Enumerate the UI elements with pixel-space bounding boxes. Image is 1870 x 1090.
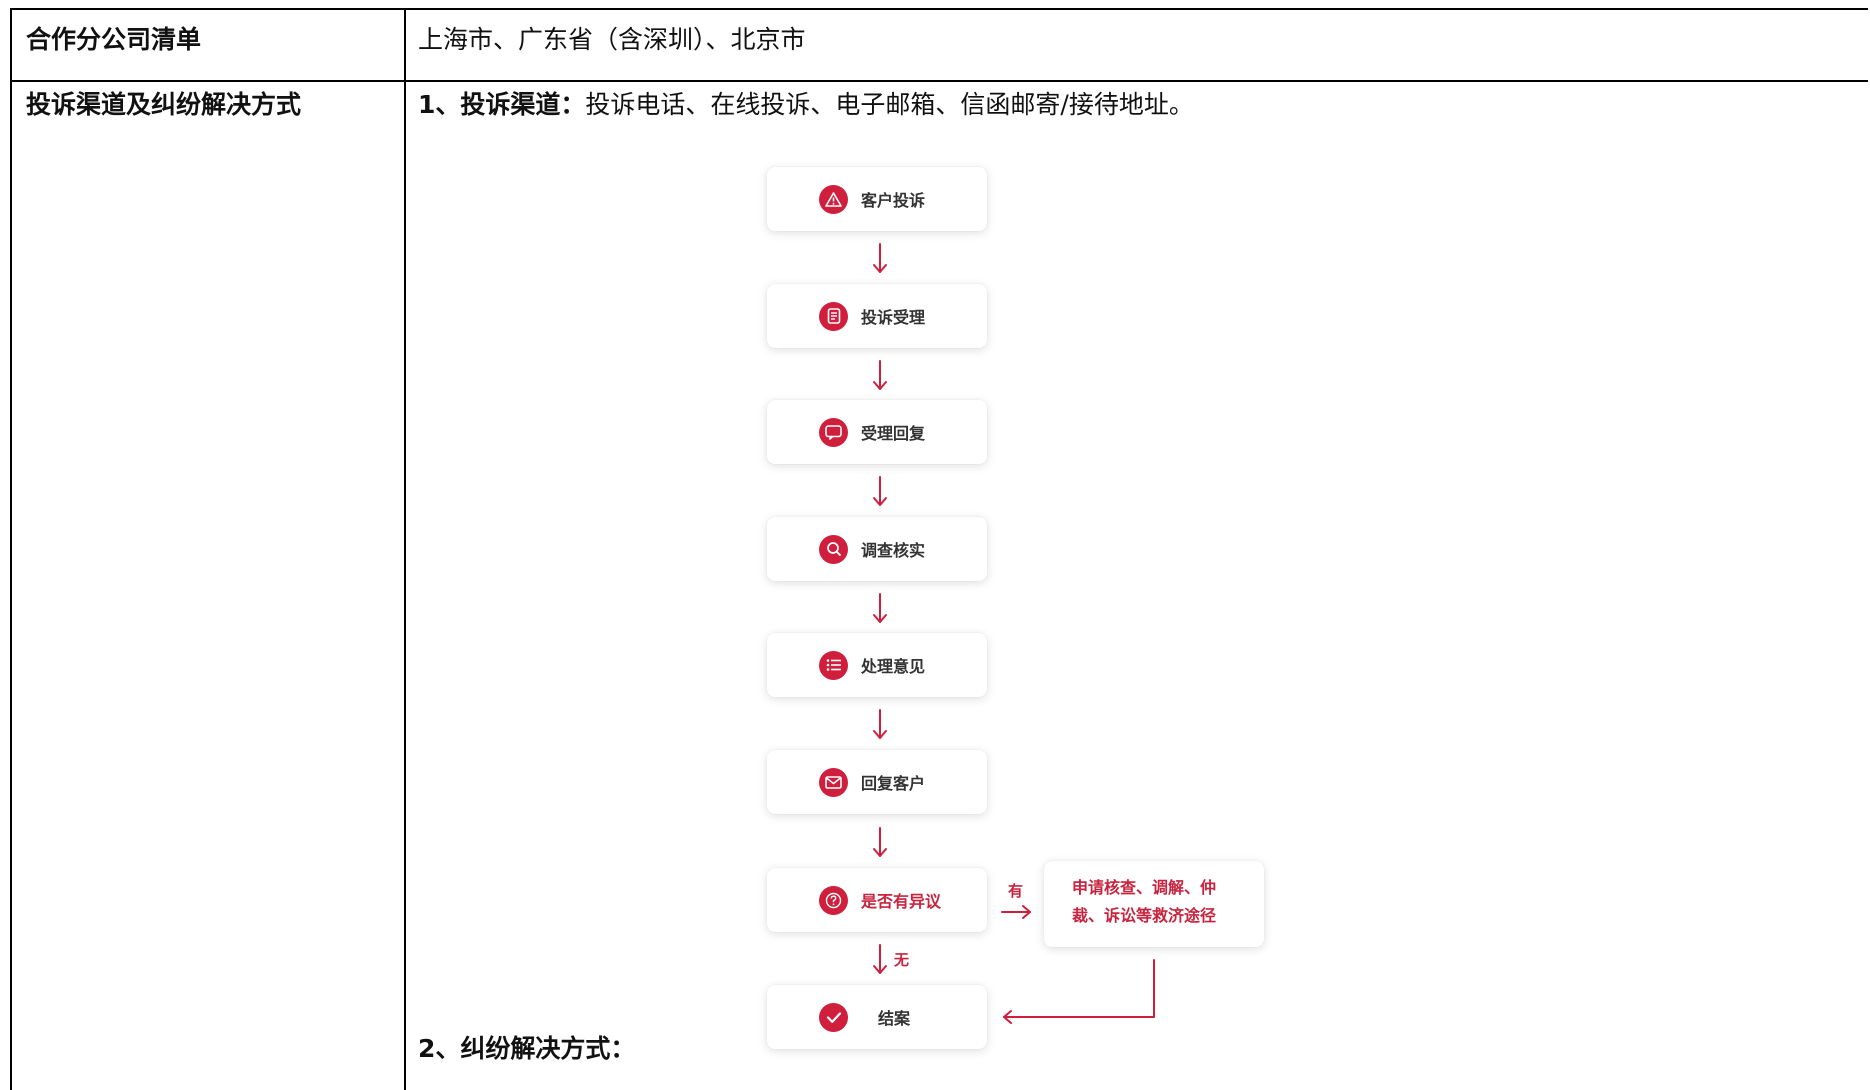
complaint-channels-title: 1、投诉渠道： <box>418 90 586 119</box>
flow-step-investigation: 调查核实 <box>767 517 987 581</box>
dispute-resolution-label: 2、纠纷解决方式： <box>418 1034 636 1063</box>
flow-step-label: 回复客户 <box>861 774 926 793</box>
remedy-text-line1: 申请核查、调解、仲 <box>1072 878 1217 897</box>
row2-label: 投诉渠道及纠纷解决方式 <box>26 90 302 119</box>
flow-step-handling-opinion: 处理意见 <box>767 633 987 697</box>
complaint-channels-line: 1、投诉渠道：投诉电话、在线投诉、电子邮箱、信函邮寄/接待地址。 <box>418 90 1194 120</box>
flow-step-any-objection: 是否有异议 <box>767 868 987 932</box>
dispute-resolution-title: 2、纠纷解决方式： <box>418 1034 635 1064</box>
flow-remedy-box: 申请核查、调解、仲 裁、诉讼等救济途径 <box>1044 861 1264 947</box>
flow-step-label: 调查核实 <box>861 541 926 560</box>
warning-icon <box>819 184 848 214</box>
flow-step-accept-complaint: 投诉受理 <box>767 284 987 348</box>
row1-value: 上海市、广东省（含深圳）、北京市 <box>418 25 806 54</box>
document-icon <box>819 301 848 331</box>
search-icon <box>819 534 848 564</box>
flow-yes-label: 有 <box>1008 882 1024 900</box>
remedy-text-line2: 裁、诉讼等救济途径 <box>1072 906 1217 925</box>
table-row-divider <box>10 80 1868 82</box>
info-table <box>10 8 1868 1090</box>
flow-no-label: 无 <box>894 951 910 969</box>
flow-step-label: 结案 <box>878 1009 911 1028</box>
mail-icon <box>819 767 848 797</box>
table-border-left <box>10 8 12 1090</box>
flow-step-label: 受理回复 <box>861 424 926 443</box>
row1-label: 合作分公司清单 <box>26 25 202 54</box>
flow-step-case-closed: 结案 <box>767 985 987 1049</box>
flow-step-label: 处理意见 <box>861 657 926 676</box>
flow-step-label: 投诉受理 <box>861 308 926 327</box>
table-column-divider <box>404 8 406 1090</box>
complaint-channels-text: 投诉电话、在线投诉、电子邮箱、信函邮寄/接待地址。 <box>585 90 1194 119</box>
check-icon <box>819 1002 848 1032</box>
flow-step-customer-complaint: 客户投诉 <box>767 167 987 231</box>
list-icon <box>819 650 848 680</box>
flow-step-acceptance-reply: 受理回复 <box>767 400 987 464</box>
message-icon <box>819 417 848 447</box>
flow-step-label: 是否有异议 <box>861 892 942 911</box>
flow-step-reply-customer: 回复客户 <box>767 750 987 814</box>
question-icon <box>819 885 848 915</box>
table-border-top <box>10 8 1868 10</box>
flow-step-label: 客户投诉 <box>861 191 926 210</box>
